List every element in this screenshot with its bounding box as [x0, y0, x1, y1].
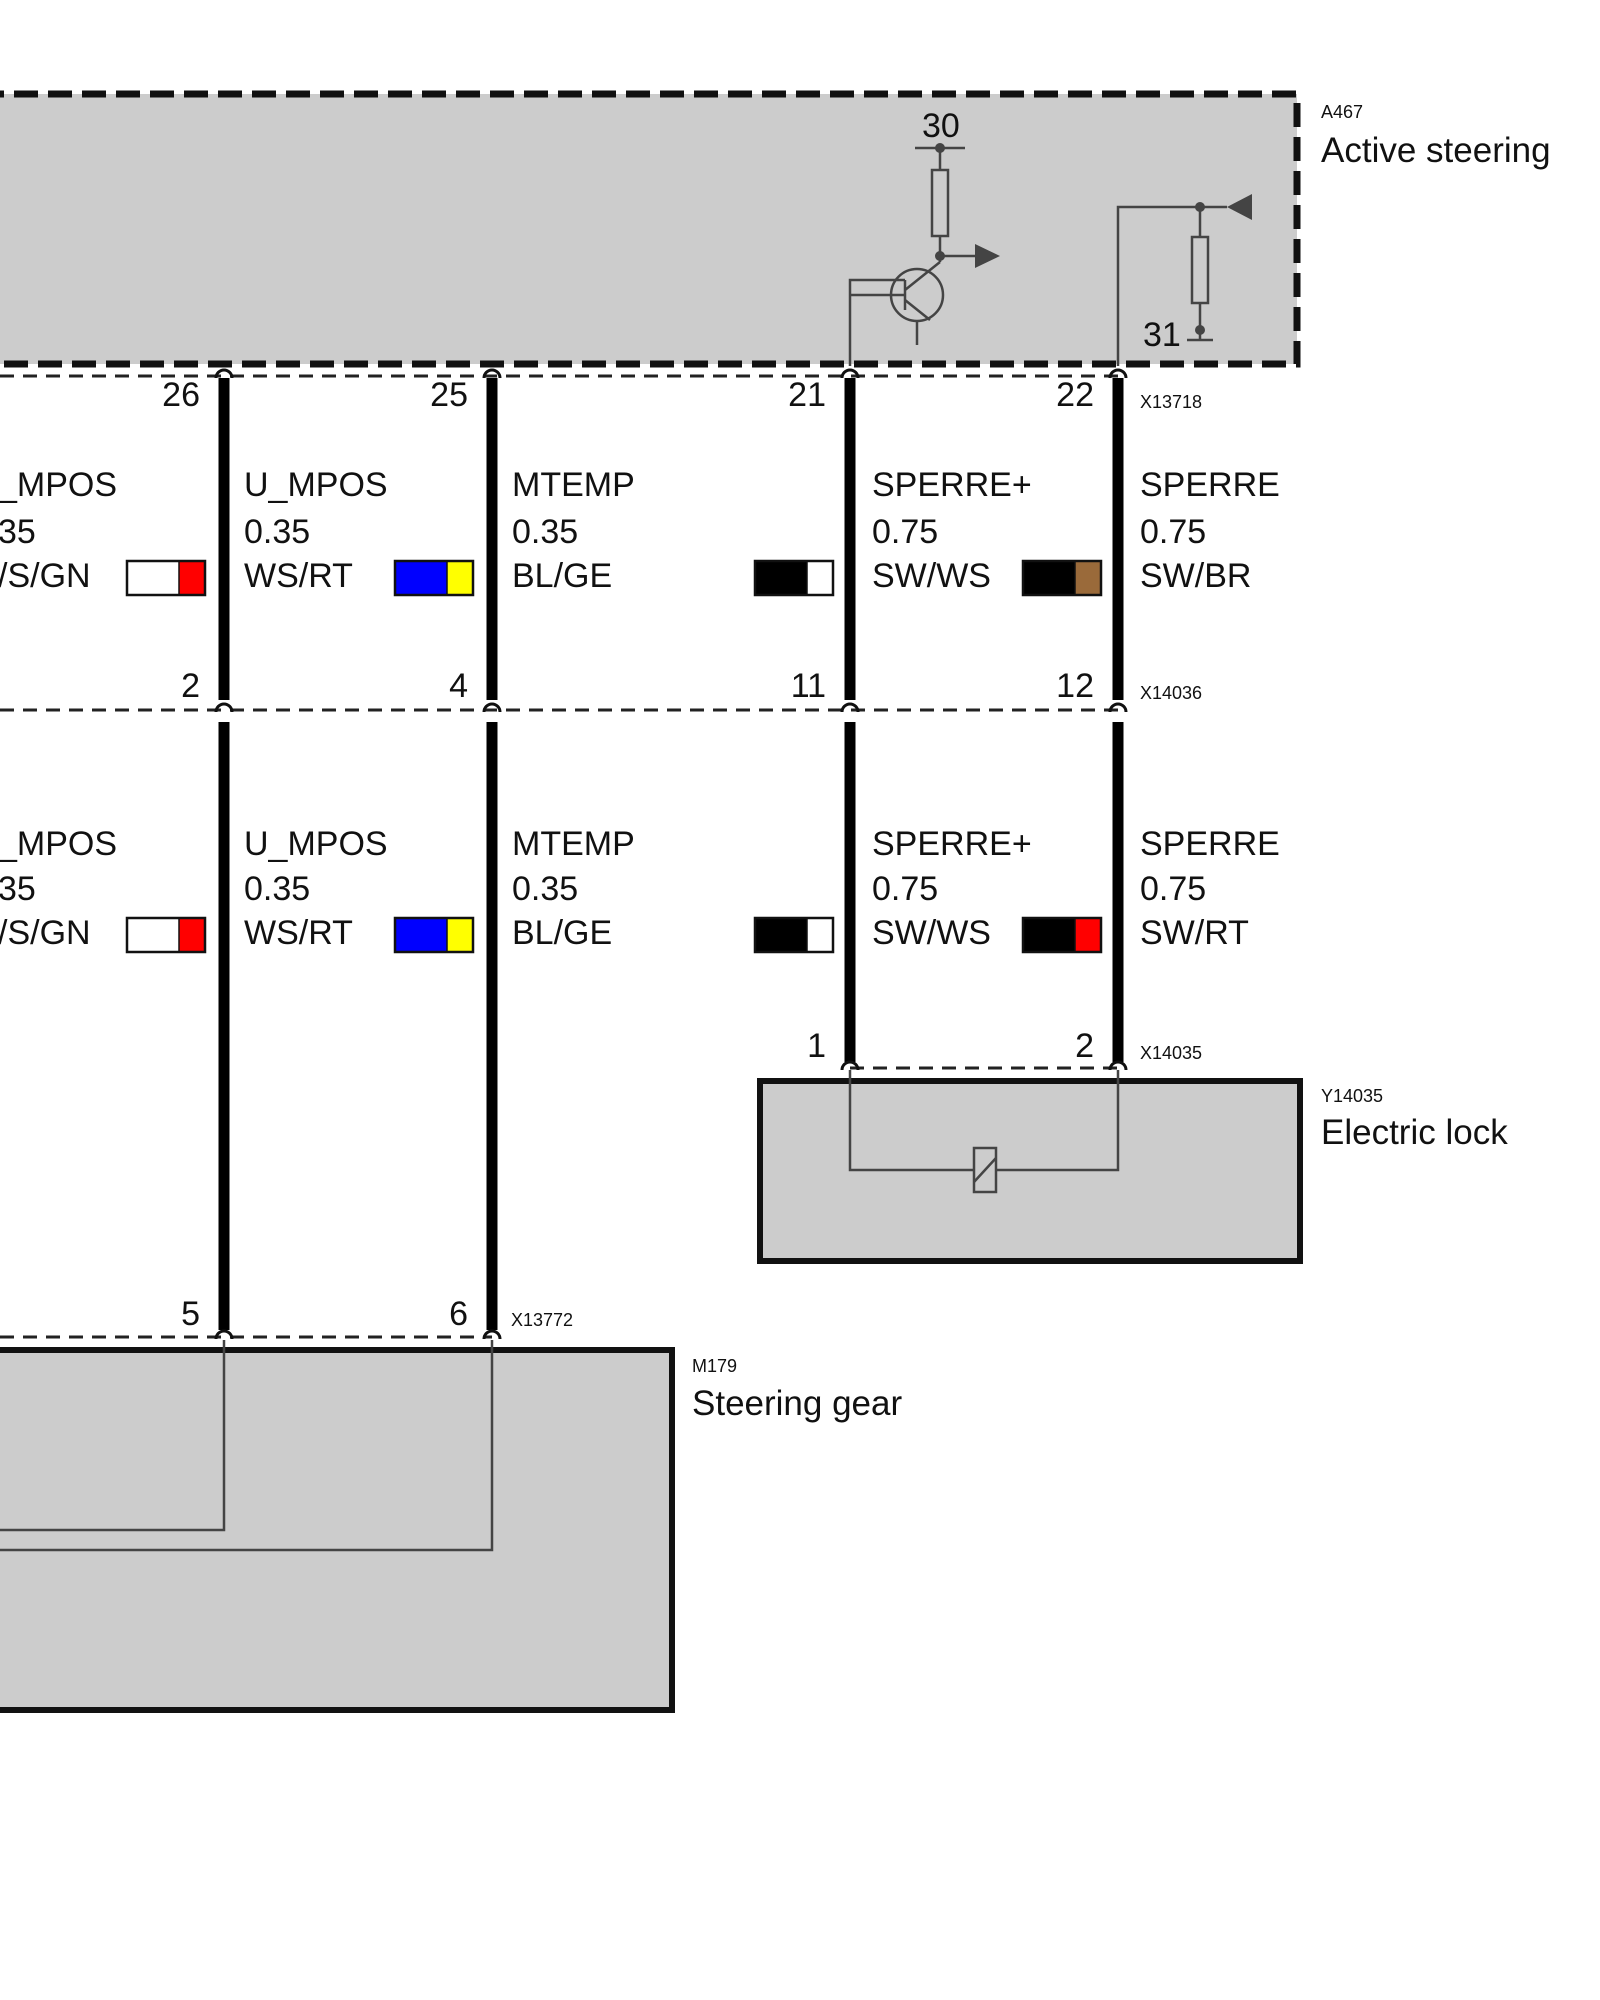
- connector-code-x13772: X13772: [511, 1310, 573, 1330]
- connector-code-x13718: X13718: [1140, 392, 1202, 412]
- pin-number: 21: [788, 376, 826, 414]
- wire-color-swatch: [1021, 559, 1103, 597]
- component-name-steering-gear: Steering gear: [692, 1384, 902, 1423]
- wire-signal: _MPOS: [0, 466, 117, 504]
- wire-color: /S/GN: [0, 914, 91, 952]
- wire-color: SW/WS: [872, 557, 991, 595]
- wire-signal: U_MPOS: [244, 466, 388, 504]
- wire-color-swatch: [393, 559, 475, 597]
- pulldown-circuit: [1116, 194, 1252, 366]
- wire-size: 0.75: [872, 870, 938, 908]
- wire-size: 0.35: [244, 870, 310, 908]
- connector-code-x14036: X14036: [1140, 683, 1202, 703]
- wire-size: 0.75: [872, 513, 938, 551]
- component-name-electric-lock: Electric lock: [1321, 1113, 1508, 1152]
- wire-color: SW/WS: [872, 914, 991, 952]
- terminal-31: 31: [1143, 316, 1181, 354]
- pin-number: 6: [449, 1295, 468, 1333]
- wire-signal: SPERRE: [1140, 825, 1280, 863]
- pin-number: 2: [181, 667, 200, 705]
- component-code-m179: M179: [692, 1356, 737, 1376]
- wire-size: 0.75: [1140, 513, 1206, 551]
- wire-color-swatch: [393, 916, 475, 954]
- wire-size: 35: [0, 870, 36, 908]
- wire-signal: SPERRE: [1140, 466, 1280, 504]
- pin-number: 5: [181, 1295, 200, 1333]
- wire-size: 35: [0, 513, 36, 551]
- gear-internal-wire-2: [0, 1340, 494, 1552]
- wire-signal: U_MPOS: [244, 825, 388, 863]
- wire-color-swatches: [125, 559, 1103, 954]
- pin-number: 25: [430, 376, 468, 414]
- wire-color: /S/GN: [0, 557, 91, 595]
- gear-internal-wire-1: [0, 1340, 226, 1532]
- wire-color: SW/RT: [1140, 914, 1249, 952]
- wire-size: 0.75: [1140, 870, 1206, 908]
- input-arrow-icon: [1227, 194, 1252, 220]
- lower-wire-labels: _MPOS 35 /S/GN U_MPOS 0.35 WS/RT MTEMP 0…: [0, 825, 1280, 952]
- wire-color: BL/GE: [512, 557, 612, 595]
- wire-signal: MTEMP: [512, 466, 635, 504]
- wire-signal: SPERRE+: [872, 466, 1032, 504]
- pin-number: 11: [791, 667, 826, 705]
- transistor-circuit: [848, 143, 1000, 366]
- wire-color-swatch: [1021, 916, 1103, 954]
- wire-color: WS/RT: [244, 914, 353, 952]
- pin-number: 22: [1056, 376, 1094, 414]
- pin-number: 26: [162, 376, 200, 414]
- wire-signal: SPERRE+: [872, 825, 1032, 863]
- wire-signal: MTEMP: [512, 825, 635, 863]
- component-name-active-steering: Active steering: [1321, 131, 1551, 170]
- output-arrow-icon: [975, 244, 1000, 268]
- wire-color-swatch: [753, 559, 835, 597]
- connector-code-x14035: X14035: [1140, 1043, 1202, 1063]
- wire-color: WS/RT: [244, 557, 353, 595]
- pin-number: 2: [1075, 1027, 1094, 1065]
- wire-size: 0.35: [512, 513, 578, 551]
- wire-color: SW/BR: [1140, 557, 1251, 595]
- pin-number: 4: [449, 667, 468, 705]
- wire-color-swatch: [125, 916, 207, 954]
- wire-signal: _MPOS: [0, 825, 117, 863]
- active-steering-box: [0, 90, 1301, 368]
- pin-number: 12: [1056, 667, 1094, 705]
- wire-color-swatch: [125, 559, 207, 597]
- terminal-30: 30: [922, 107, 960, 145]
- upper-wire-labels: _MPOS 35 /S/GN U_MPOS 0.35 WS/RT MTEMP 0…: [0, 466, 1280, 595]
- wire-size: 0.35: [244, 513, 310, 551]
- pin-number: 1: [807, 1027, 826, 1065]
- wire-color-swatch: [753, 916, 835, 954]
- component-code-y14035: Y14035: [1321, 1086, 1383, 1106]
- pin-arcs: [214, 368, 1128, 1340]
- wire-size: 0.35: [512, 870, 578, 908]
- component-code-a467: A467: [1321, 102, 1363, 122]
- wire-color: BL/GE: [512, 914, 612, 952]
